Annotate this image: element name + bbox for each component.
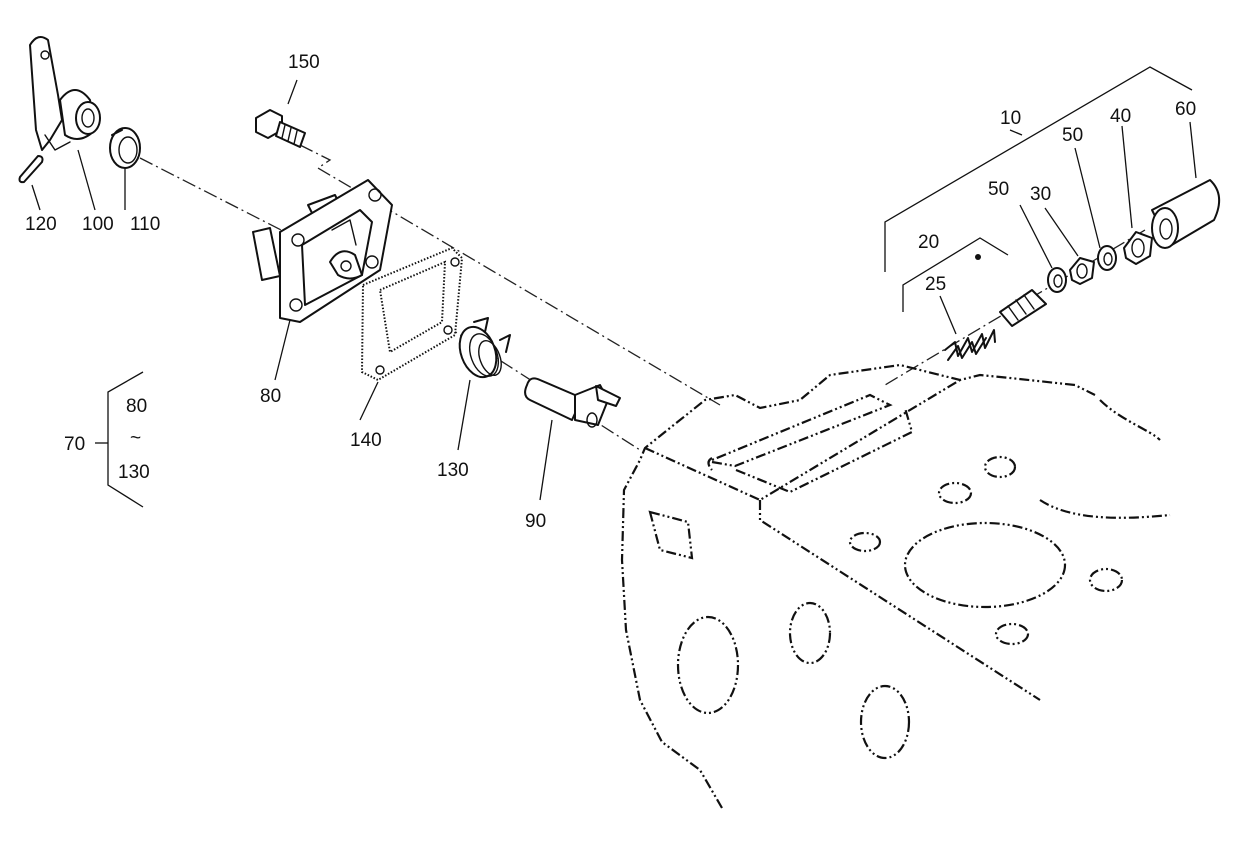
label-25: 25 xyxy=(925,274,946,295)
cap-60 xyxy=(1151,179,1221,249)
lever-100 xyxy=(29,35,101,151)
bracket-20 xyxy=(902,237,1009,312)
label-10: 10 xyxy=(1000,108,1021,129)
label-100: 100 xyxy=(82,214,114,235)
bracket-70 xyxy=(95,371,144,508)
label-40: 40 xyxy=(1110,106,1131,127)
label-20: 20 xyxy=(918,232,939,253)
label-50-lower: 50 xyxy=(988,179,1009,200)
nut-40 xyxy=(1123,231,1153,265)
label-130: 130 xyxy=(437,460,469,481)
label-80: 80 xyxy=(260,386,281,407)
needle-20 xyxy=(975,254,1047,327)
shaft-90 xyxy=(524,377,621,428)
pin-120 xyxy=(18,155,44,184)
washer-50-a xyxy=(1047,267,1067,293)
label-90: 90 xyxy=(525,511,546,532)
spring-25 xyxy=(944,329,996,361)
label-110: 110 xyxy=(130,214,160,235)
part-labels: 150 10 60 40 50 30 50 20 25 120 100 110 … xyxy=(25,52,1196,532)
label-range-start: 80 xyxy=(126,396,147,417)
label-150: 150 xyxy=(288,52,320,73)
cover-80 xyxy=(252,179,393,323)
label-30: 30 xyxy=(1030,184,1051,205)
label-60: 60 xyxy=(1175,99,1196,120)
label-range-tilde: ~ xyxy=(130,428,141,449)
label-140: 140 xyxy=(350,430,382,451)
label-120: 120 xyxy=(25,214,57,235)
engine-block xyxy=(620,363,1171,809)
bolt-150 xyxy=(255,109,306,148)
label-50-upper: 50 xyxy=(1062,125,1083,146)
spring-130 xyxy=(458,317,511,379)
label-70: 70 xyxy=(64,434,85,455)
gasket-140 xyxy=(360,246,464,382)
label-range-end: 130 xyxy=(118,462,150,483)
collar-110 xyxy=(109,127,141,169)
bracket-10 xyxy=(884,66,1193,272)
leader-lines xyxy=(31,79,1197,501)
washer-50-b xyxy=(1097,245,1117,271)
nut-30 xyxy=(1069,257,1095,285)
